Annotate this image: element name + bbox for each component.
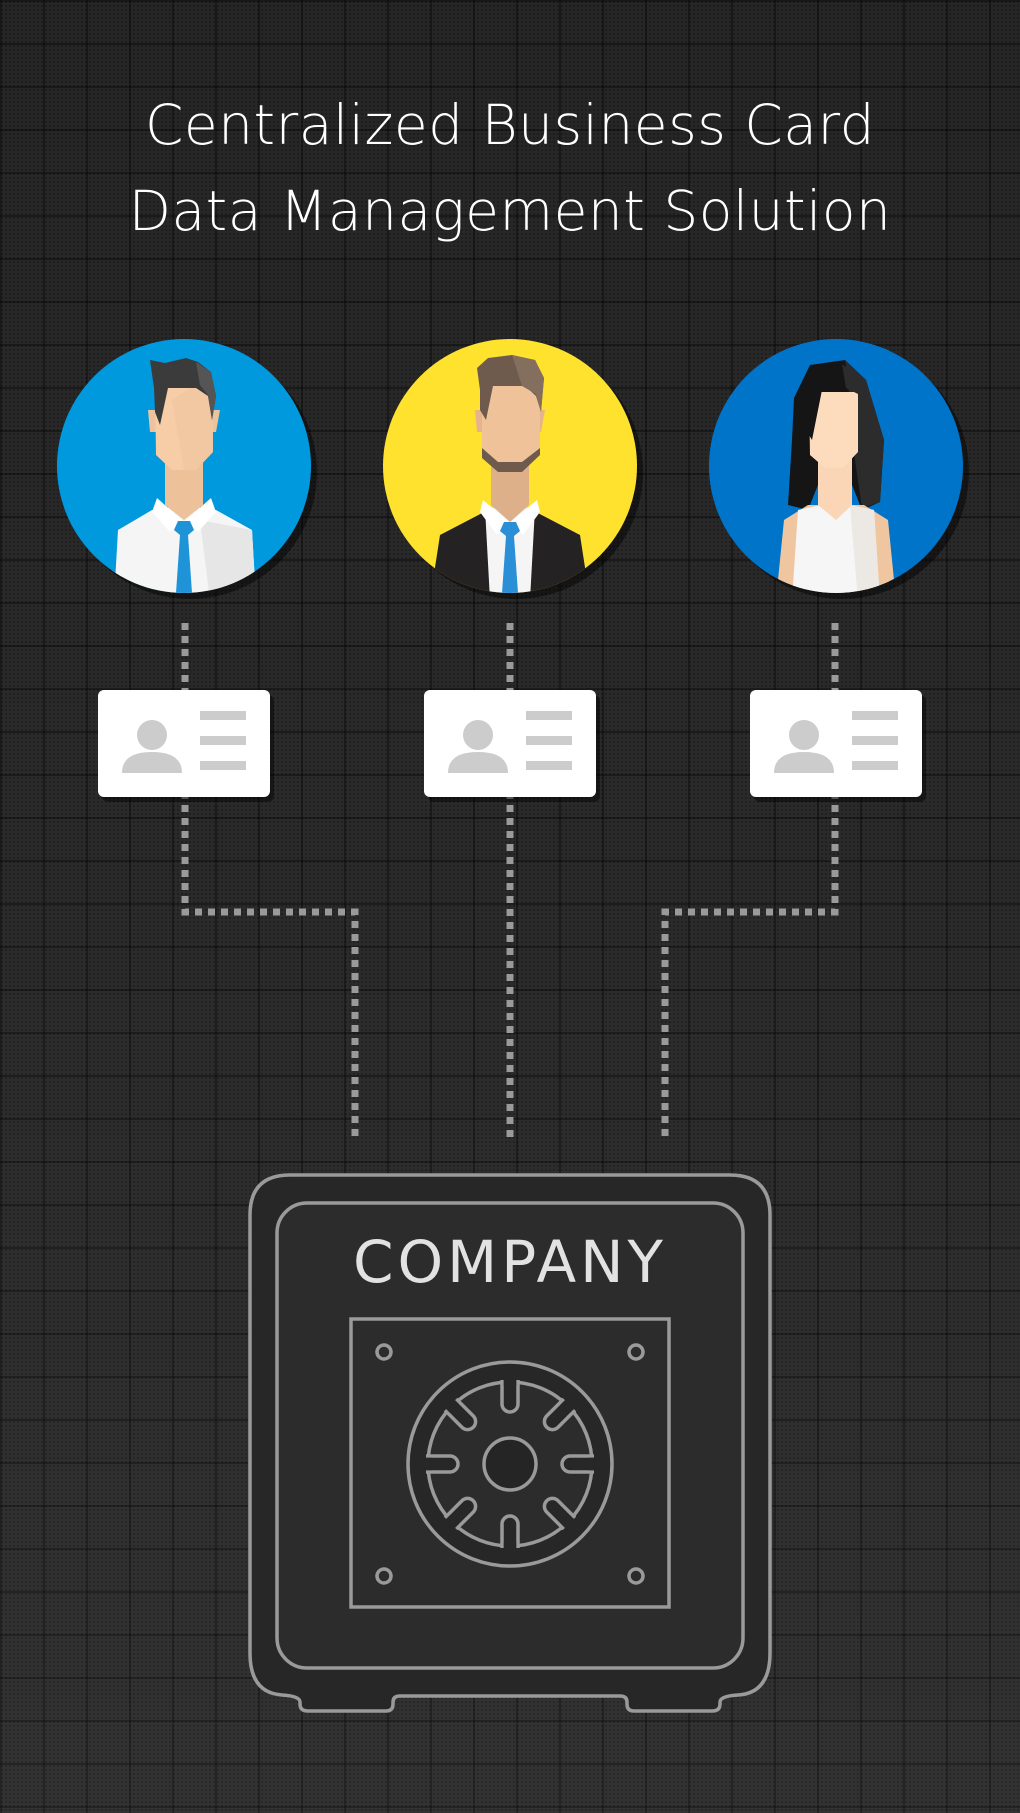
contact-card-icon	[448, 711, 572, 773]
business-card-1	[98, 690, 270, 797]
business-card-3	[750, 690, 922, 797]
safe-company-label: COMPANY	[353, 1228, 667, 1296]
company-safe	[248, 1173, 772, 1713]
dial-center	[482, 1436, 538, 1492]
business-card-2	[424, 690, 596, 797]
title-line-1: Centralized Business Card	[144, 93, 876, 157]
safe-screws	[375, 1343, 645, 1585]
contact-card-icon	[774, 711, 898, 773]
avatar-employee-woman	[709, 339, 969, 599]
contact-card-icon	[122, 711, 246, 773]
safe-dial-icon	[406, 1360, 614, 1568]
avatar-employee-man	[57, 339, 317, 599]
page-title: Centralized Business Card Data Managemen…	[0, 82, 1020, 254]
avatar-manager-man	[383, 339, 643, 599]
title-line-2: Data Management Solution	[128, 179, 892, 243]
safe-door	[349, 1317, 671, 1609]
